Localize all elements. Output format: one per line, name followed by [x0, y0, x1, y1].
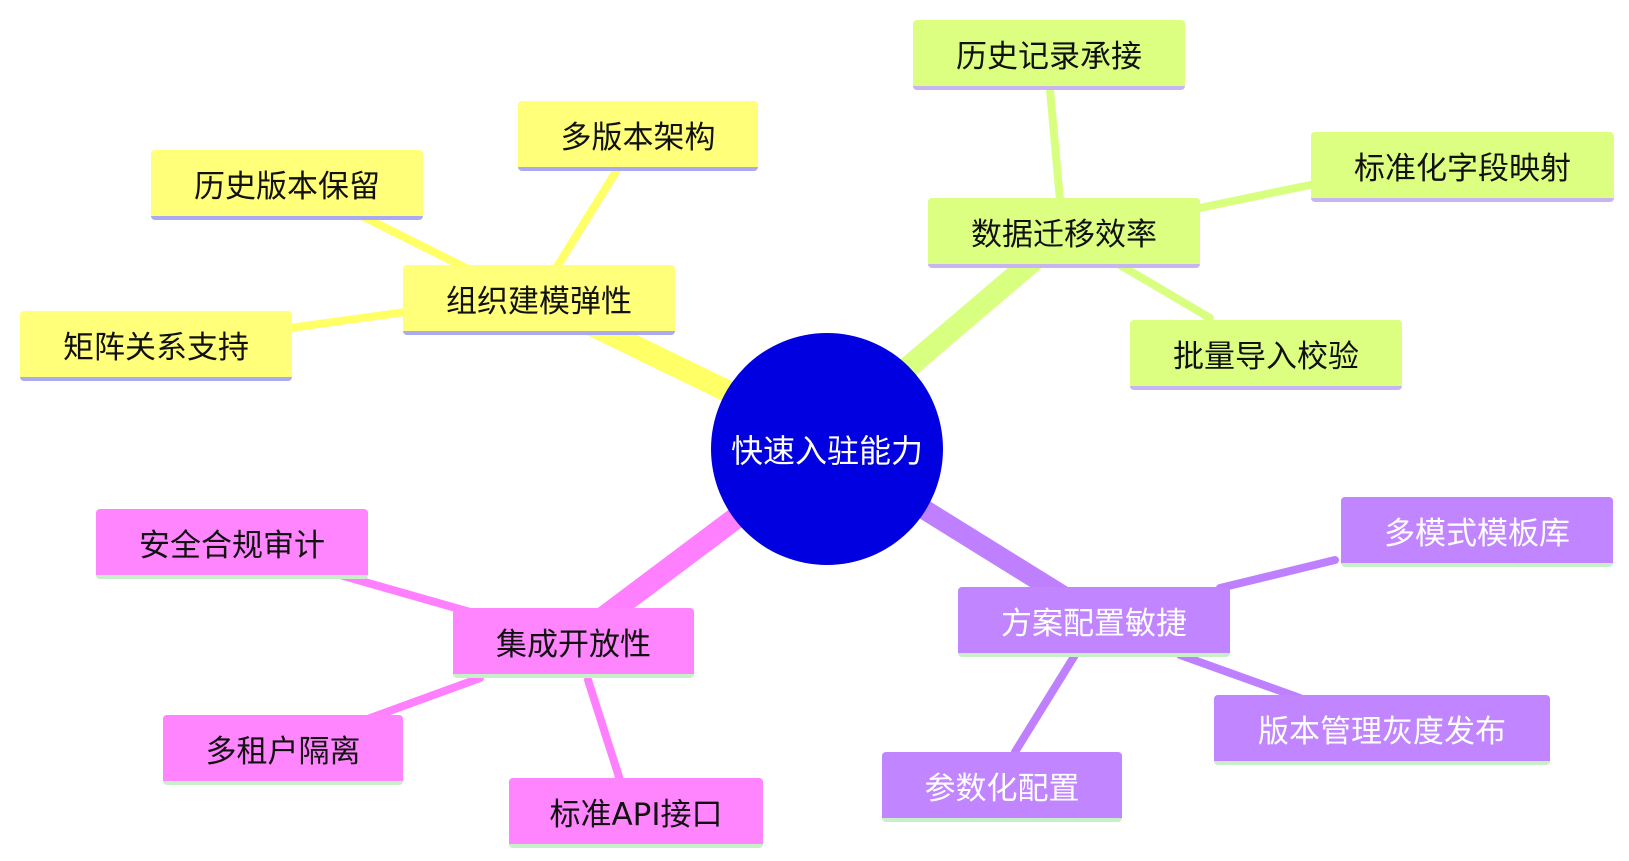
edge-root-branch-3: [589, 504, 751, 631]
child-node-multi-version: 多版本架构: [518, 101, 758, 171]
edge-branch-3-child-0: [336, 571, 474, 616]
child-label: 多版本架构: [560, 119, 716, 156]
branch-node-org-modeling: 组织建模弹性: [403, 265, 675, 335]
edge-branch-1-child-1: [1186, 181, 1314, 214]
child-node-param-config: 参数化配置: [882, 752, 1122, 822]
edge-branch-2-child-0: [1216, 556, 1339, 592]
child-label: 历史版本保留: [194, 168, 380, 205]
child-label: 安全合规审计: [139, 527, 325, 564]
edge-branch-1-child-2: [1116, 261, 1214, 322]
edge-branch-2-child-1: [1176, 651, 1304, 702]
child-node-standard-api: 标准API接口: [509, 778, 763, 848]
child-node-matrix-relation: 矩阵关系支持: [20, 311, 292, 381]
branch-label: 组织建模弹性: [446, 283, 632, 320]
child-label: 标准化字段映射: [1354, 150, 1571, 187]
edge-root-branch-1: [894, 244, 1051, 381]
branch-label: 方案配置敏捷: [1001, 605, 1187, 642]
child-node-template-library: 多模式模板库: [1341, 497, 1613, 567]
child-label: 参数化配置: [924, 770, 1080, 807]
child-node-batch-import: 批量导入校验: [1130, 320, 1402, 390]
edge-branch-0-child-2: [286, 306, 424, 332]
child-label: 多模式模板库: [1384, 515, 1570, 552]
edge-root-branch-2: [915, 500, 1080, 610]
edge-branch-3-child-2: [584, 676, 624, 784]
edge-branch-2-child-2: [1011, 651, 1079, 756]
branch-label: 集成开放性: [496, 626, 651, 663]
child-label: 多租户隔离: [205, 733, 361, 770]
edge-branch-3-child-1: [361, 674, 484, 724]
branch-node-data-migration: 数据迁移效率: [928, 198, 1200, 268]
branch-node-integration-openness: 集成开放性: [453, 608, 694, 678]
child-node-field-mapping: 标准化字段映射: [1311, 132, 1614, 202]
root-label: 快速入驻能力: [730, 432, 923, 470]
child-label: 历史记录承接: [956, 38, 1142, 75]
child-node-multi-tenant: 多租户隔离: [163, 715, 403, 785]
child-node-history-version: 历史版本保留: [151, 150, 423, 220]
root-node: 快速入驻能力: [711, 333, 943, 565]
edge-branch-0-child-0: [551, 161, 624, 274]
child-label: 标准API接口: [549, 796, 723, 833]
child-node-history-records: 历史记录承接: [913, 20, 1185, 90]
child-label: 矩阵关系支持: [63, 329, 249, 366]
branch-label: 数据迁移效率: [971, 216, 1157, 253]
child-node-security-audit: 安全合规审计: [96, 509, 368, 579]
edge-branch-1-child-0: [1046, 86, 1064, 204]
child-node-version-gray-release: 版本管理灰度发布: [1214, 695, 1550, 765]
child-label: 版本管理灰度发布: [1258, 713, 1506, 750]
branch-node-solution-config: 方案配置敏捷: [958, 587, 1230, 657]
child-label: 批量导入校验: [1173, 338, 1359, 375]
